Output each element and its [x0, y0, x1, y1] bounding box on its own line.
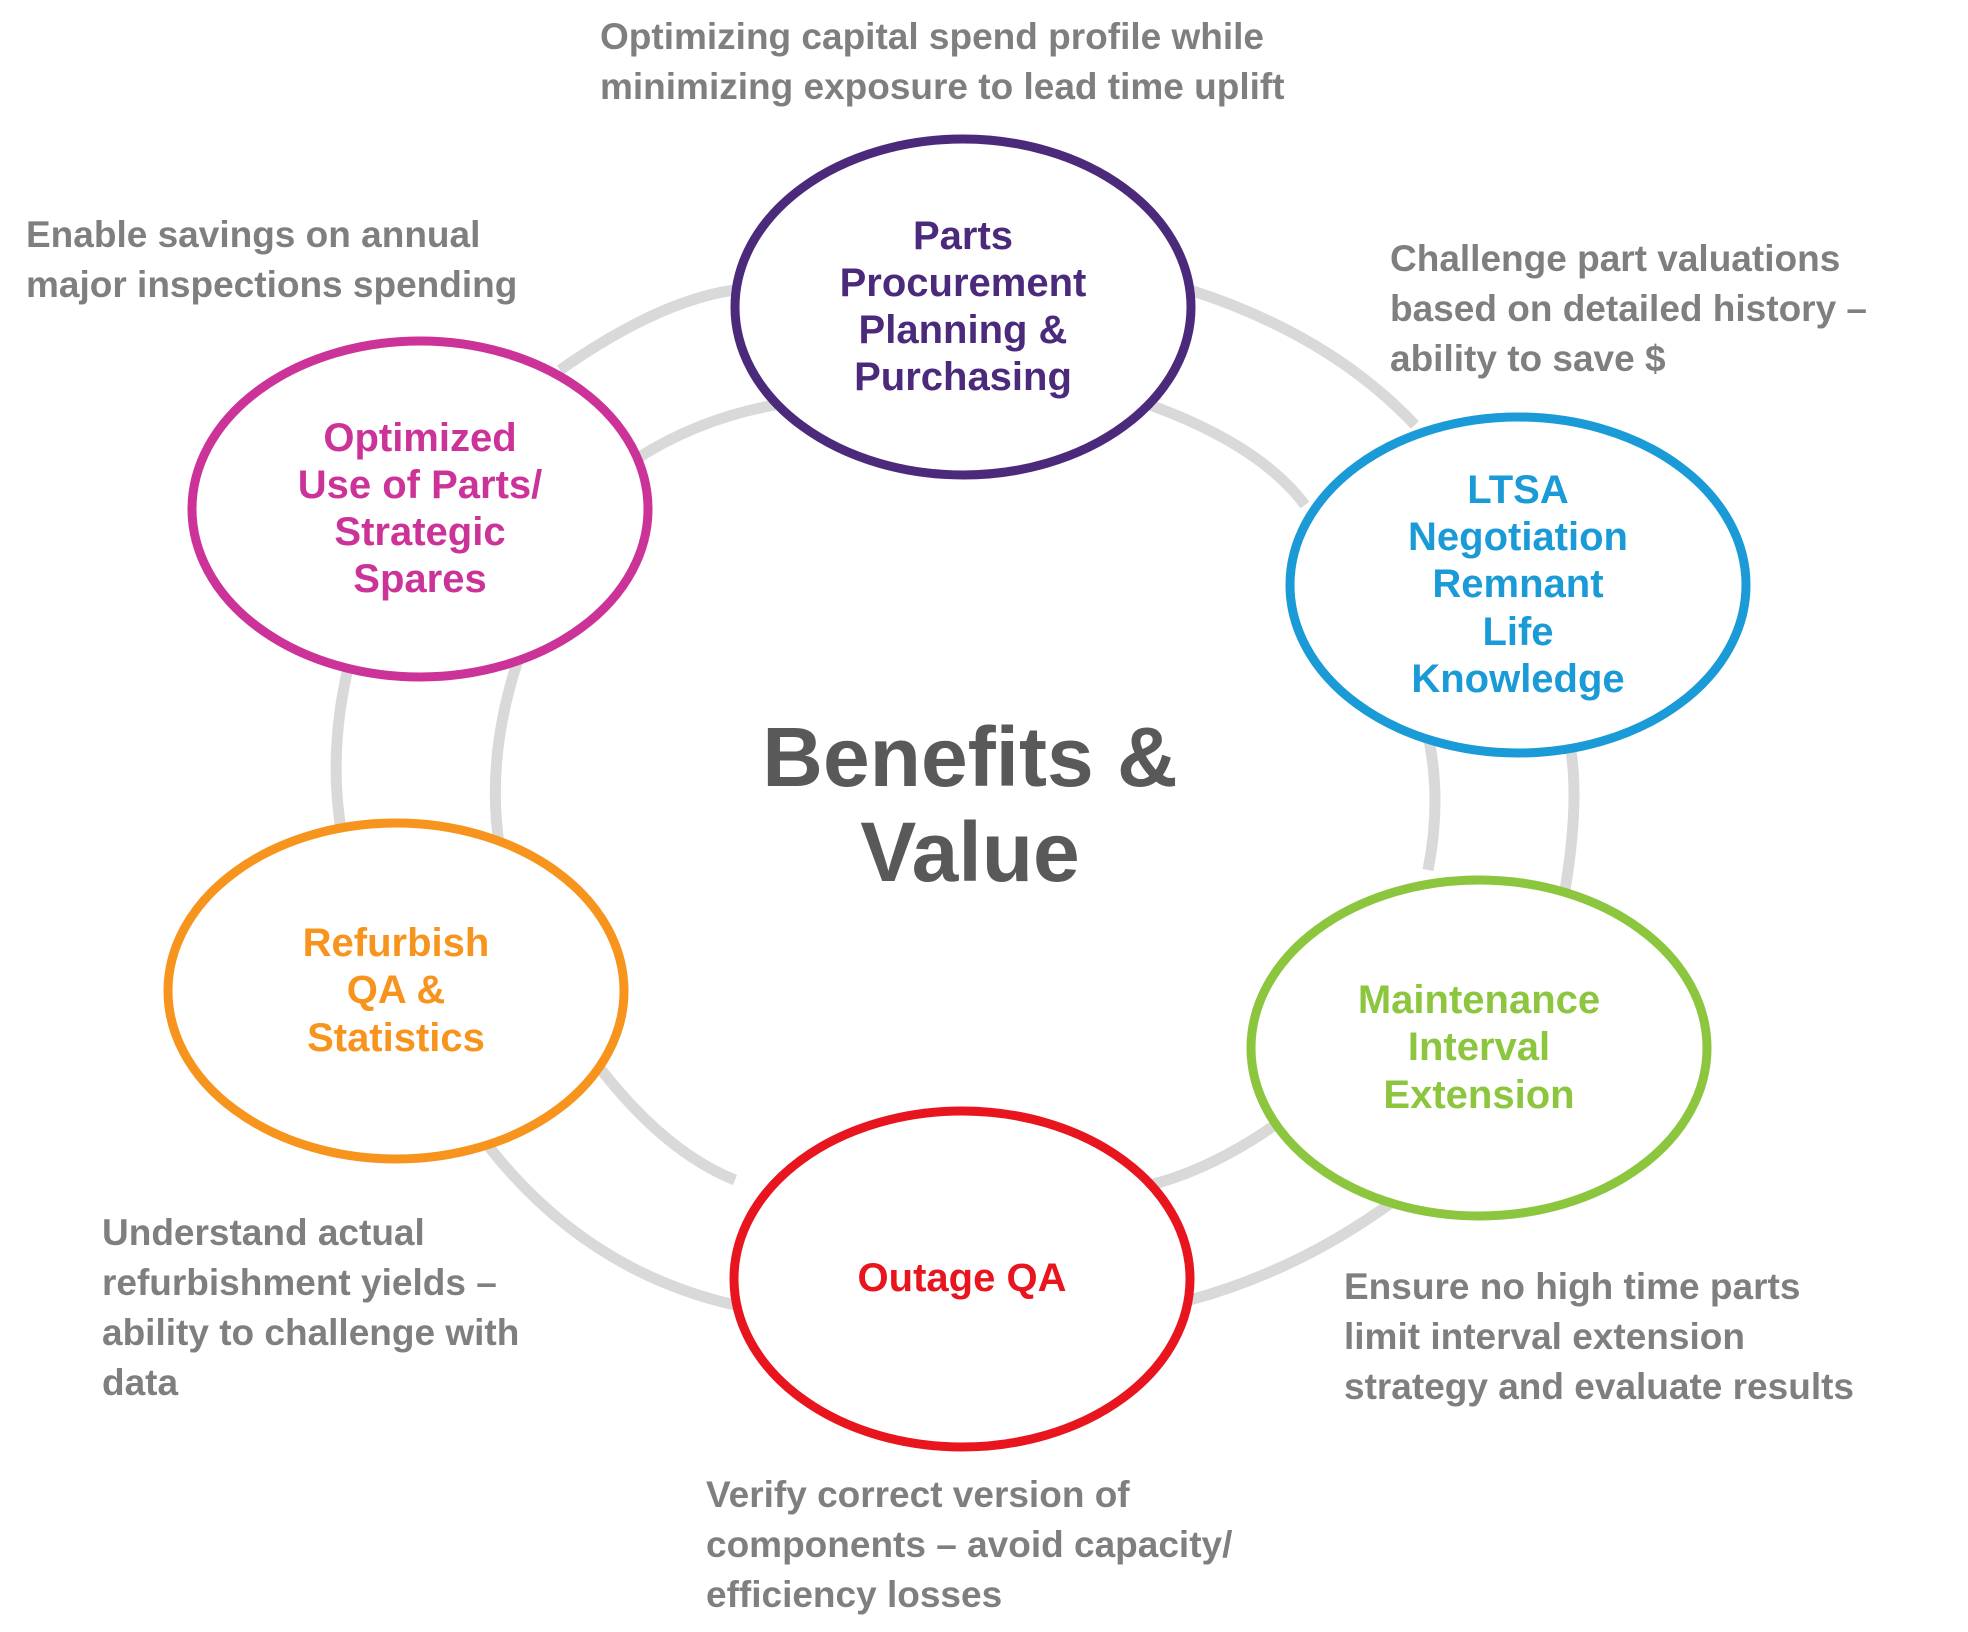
node-ltsa-negotiation: LTSA Negotiation Remnant Life Knowledge	[1338, 445, 1698, 725]
desc-line: major inspections spending	[26, 263, 518, 305]
desc-line: refurbishment yields –	[102, 1261, 497, 1303]
ring-arc-bottom-right-inner	[1148, 1120, 1279, 1191]
ellipse-refurbish-qa	[163, 818, 629, 1164]
ellipse-maintenance-interval	[1246, 875, 1712, 1221]
desc-line: Ensure no high time parts	[1344, 1266, 1801, 1307]
desc-line: Optimizing capital spend profile while	[600, 16, 1265, 57]
ring-arc-bottom-left	[475, 1131, 737, 1311]
desc-line: based on detailed history –	[1390, 287, 1868, 329]
desc-inspection-savings: Enable savings on annual major inspectio…	[26, 210, 517, 310]
node-label-line: QA &	[346, 968, 446, 1013]
ring-arc-right	[1559, 744, 1580, 891]
center-title-line: Value	[860, 804, 1080, 899]
node-label-line: Refurbish	[302, 921, 490, 966]
connector-ring	[330, 284, 1580, 1311]
ellipse-parts-procurement	[730, 134, 1196, 480]
node-label-line: Maintenance	[1357, 978, 1601, 1023]
center-title-line: Benefits &	[762, 710, 1178, 804]
ellipse-outage-qa	[729, 1106, 1195, 1452]
ring-arc-top-left-inner	[616, 399, 776, 475]
desc-line: ability to challenge with	[102, 1311, 520, 1353]
node-label-line: Knowledge	[1411, 656, 1625, 701]
desc-high-time-parts: Ensure no high time parts limit interval…	[1344, 1262, 1854, 1412]
node-label-line: Interval	[1407, 1025, 1551, 1070]
desc-line: minimizing exposure to lead time uplift	[600, 65, 1285, 107]
node-label-line: Outage QA	[857, 1256, 1067, 1301]
node-optimized-parts: Optimized Use of Parts/ Strategic Spares	[240, 389, 600, 629]
ellipse-optimized-parts	[187, 336, 653, 682]
node-label-line: Procurement	[839, 260, 1087, 305]
ring-arc-left	[330, 658, 356, 852]
node-label-line: LTSA	[1467, 468, 1569, 513]
ellipse-ltsa-negotiation	[1285, 412, 1751, 758]
node-label-line: Spares	[353, 557, 487, 602]
desc-line: ability to save $	[1390, 337, 1666, 379]
desc-line: Verify correct version of	[706, 1474, 1130, 1515]
ring-arc-bottom-left-inner	[585, 1051, 738, 1186]
ring-arc-right-inner	[1422, 733, 1441, 872]
desc-line: limit interval extension	[1344, 1315, 1745, 1357]
desc-verify-version: Verify correct version of components – a…	[706, 1470, 1232, 1620]
desc-line: strategy and evaluate results	[1344, 1365, 1854, 1407]
desc-line: Challenge part valuations	[1390, 238, 1841, 279]
node-label-line: Extension	[1383, 1072, 1575, 1117]
desc-part-valuations: Challenge part valuations based on detai…	[1390, 234, 1867, 384]
node-label-line: Use of Parts/	[297, 462, 543, 507]
desc-line: data	[102, 1361, 179, 1403]
ring-arc-bottom-right	[1188, 1195, 1399, 1306]
center-title: Benefits & Value	[670, 710, 1270, 900]
desc-capital-spend: Optimizing capital spend profile while m…	[600, 12, 1285, 112]
node-label-line: Life	[1482, 609, 1554, 654]
ring-arc-top-left	[556, 284, 736, 375]
node-ellipses	[163, 134, 1751, 1452]
node-label-line: Statistics	[307, 1015, 485, 1060]
node-refurbish-qa: Refurbish QA & Statistics	[216, 891, 576, 1091]
node-label-line: Optimized	[323, 415, 517, 460]
node-label-line: Planning &	[858, 308, 1068, 352]
node-label-line: Parts	[912, 213, 1014, 258]
desc-line: Understand actual	[102, 1212, 425, 1253]
node-label-line: Purchasing	[854, 355, 1072, 400]
node-label-line: Negotiation	[1408, 515, 1628, 560]
node-outage-qa: Outage QA	[782, 1229, 1142, 1329]
desc-line: components – avoid capacity/	[706, 1523, 1233, 1565]
ring-arc-left-inner	[489, 658, 524, 851]
desc-refurbishment-yields: Understand actual refurbishment yields –…	[102, 1208, 519, 1408]
desc-line: efficiency losses	[706, 1573, 1003, 1615]
node-parts-procurement: Parts Procurement Planning & Purchasing	[783, 187, 1143, 427]
desc-line: Enable savings on annual	[26, 214, 481, 255]
ring-arc-top-right-inner	[1148, 399, 1310, 509]
node-maintenance-interval: Maintenance Interval Extension	[1299, 948, 1659, 1148]
node-label-line: Remnant	[1432, 562, 1604, 607]
node-label-line: Strategic	[334, 510, 506, 554]
ring-arc-top-right	[1188, 284, 1419, 429]
